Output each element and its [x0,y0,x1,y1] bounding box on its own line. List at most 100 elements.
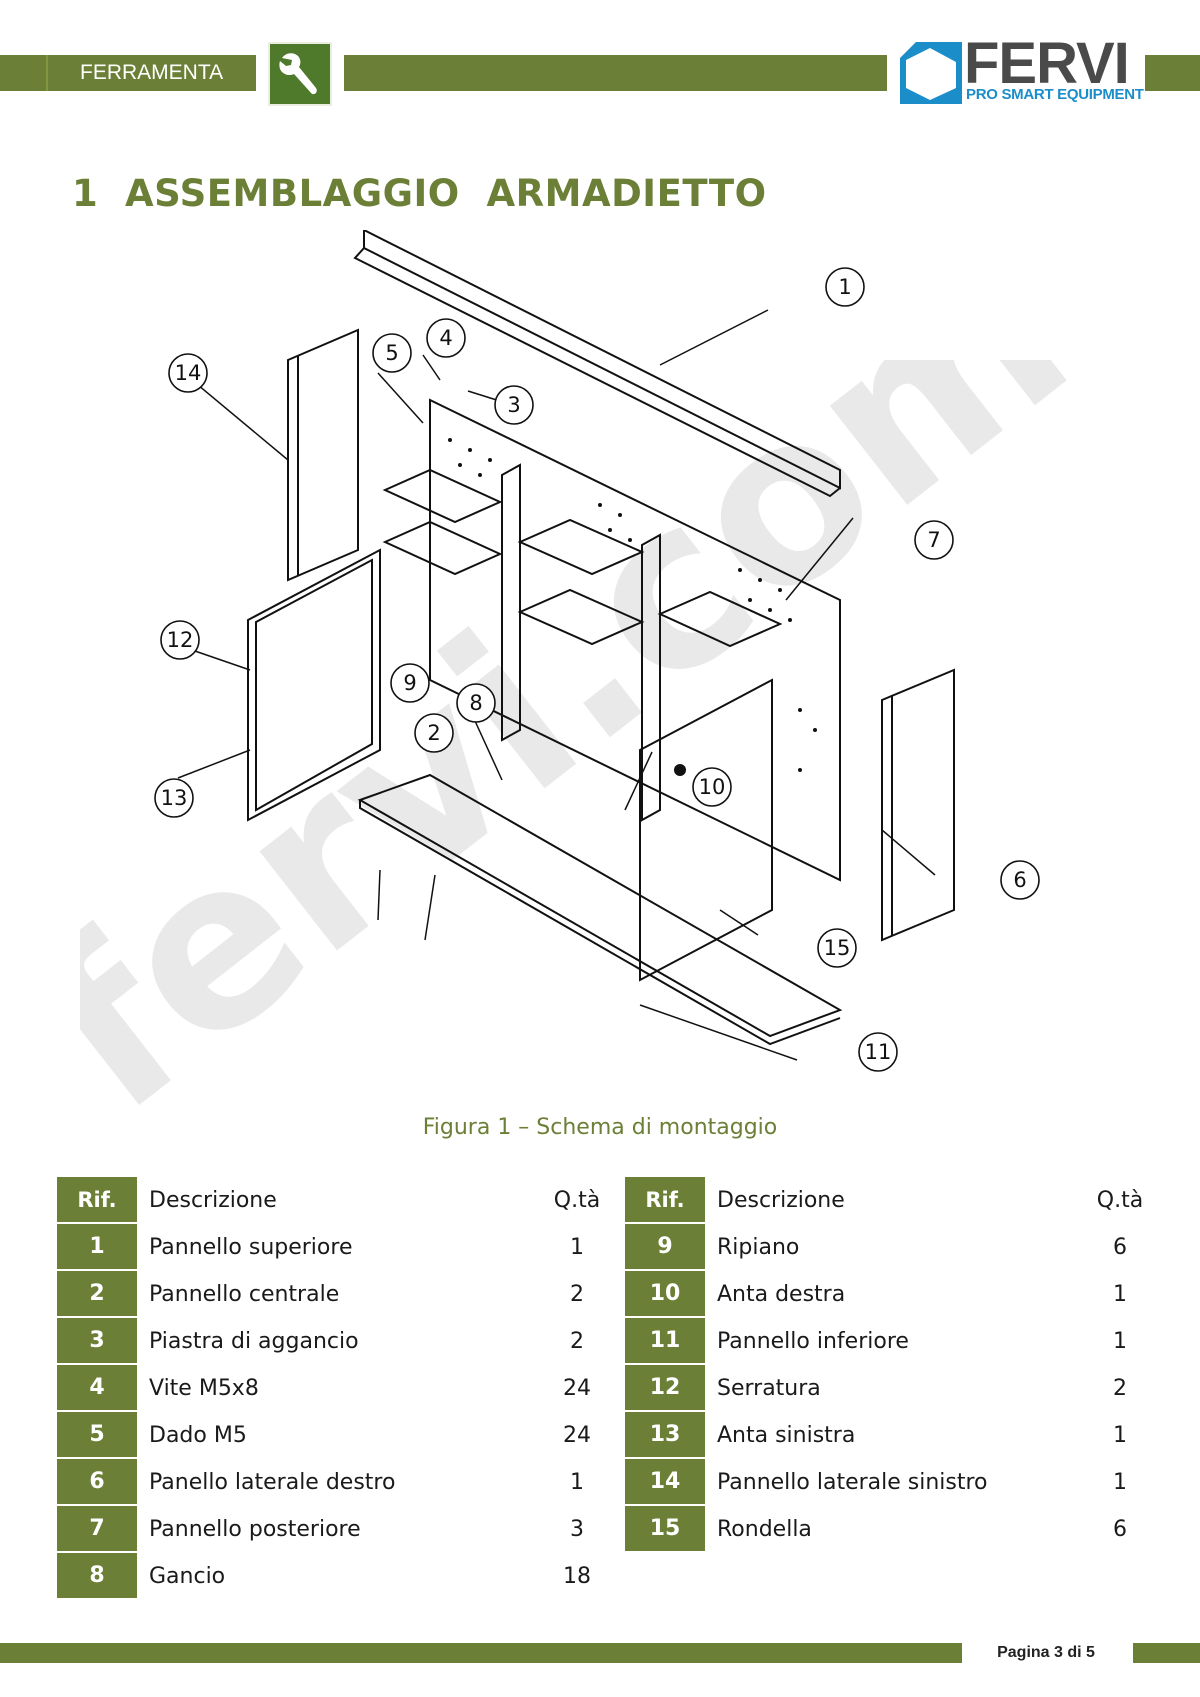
page-number: Pagina 3 di 5 [997,1644,1095,1661]
row-qta: 2 [1113,1376,1127,1401]
callout-4: 4 [439,326,452,350]
part-bottom-panel [357,773,843,1038]
table-row: 11 Pannello inferiore 1 [625,1318,1150,1365]
table-row: 14 Pannello laterale sinistro 1 [625,1459,1150,1506]
table-row: 13 Anta sinistra 1 [625,1412,1150,1459]
row-rif: 14 [625,1459,705,1506]
row-descrizione: Panello laterale destro [149,1470,396,1495]
part-left-side-panel [287,328,359,582]
row-rif: 9 [625,1224,705,1271]
row-rif: 2 [57,1271,137,1318]
assembly-diagram: 1 14 5 4 3 7 8 2 9 12 13 10 6 15 11 [154,230,1040,1072]
row-rif: 11 [625,1318,705,1365]
wrench-icon [268,42,332,106]
row-rif: 7 [57,1506,137,1553]
table-row: 6 Panello laterale destro 1 [57,1459,607,1506]
section-label: FERRAMENTA [0,55,256,91]
row-rif: 13 [625,1412,705,1459]
callout-5: 5 [385,341,398,365]
row-qta: 2 [570,1329,584,1354]
part-top-panel [363,230,841,490]
header-descrizione: Descrizione [717,1188,845,1213]
table-row: 9 Ripiano 6 [625,1224,1150,1271]
row-rif: 4 [57,1365,137,1412]
callout-15: 15 [824,936,851,960]
callout-1: 1 [838,275,851,299]
row-qta: 1 [1113,1470,1127,1495]
row-qta: 24 [563,1376,591,1401]
part-shelf [382,468,503,524]
brand-name: FERVI [964,31,1130,96]
row-qta: 2 [570,1282,584,1307]
row-descrizione: Dado M5 [149,1423,247,1448]
callout-3: 3 [507,393,520,417]
header-band-right [1145,55,1200,91]
row-descrizione: Pannello laterale sinistro [717,1470,988,1495]
row-descrizione: Pannello posteriore [149,1517,361,1542]
table-row: 1 Pannello superiore 1 [57,1224,607,1271]
row-rif: 5 [57,1412,137,1459]
table-header-row: Rif. Descrizione Q.tà [57,1177,607,1224]
row-rif: 10 [625,1271,705,1318]
figure-caption: Figura 1 – Schema di montaggio [422,1115,778,1140]
callout-6: 6 [1013,868,1026,892]
part-back-panel [429,398,841,882]
row-qta: 1 [1113,1423,1127,1448]
header-descrizione: Descrizione [149,1188,277,1213]
row-descrizione: Vite M5x8 [149,1376,259,1401]
part-right-door [639,678,773,982]
row-rif: 6 [57,1459,137,1506]
row-rif: 12 [625,1365,705,1412]
header-rif: Rif. [625,1177,705,1224]
row-descrizione: Serratura [717,1376,821,1401]
row-descrizione: Pannello superiore [149,1235,353,1260]
callout-12: 12 [167,628,194,652]
parts-table-left: Rif. Descrizione Q.tà 1 Pannello superior… [57,1177,607,1600]
table-row: 5 Dado M5 24 [57,1412,607,1459]
row-descrizione: Anta destra [717,1282,846,1307]
table-row: 3 Piastra di aggancio 2 [57,1318,607,1365]
row-descrizione: Ripiano [717,1235,800,1260]
row-qta: 18 [563,1564,591,1589]
callout-14: 14 [175,361,202,385]
footer-band-right [1133,1643,1200,1663]
row-qta: 24 [563,1423,591,1448]
row-descrizione: Pannello inferiore [717,1329,909,1354]
table-header-row: Rif. Descrizione Q.tà [625,1177,1150,1224]
callout-9: 9 [403,671,416,695]
row-qta: 6 [1113,1235,1127,1260]
row-descrizione: Piastra di aggancio [149,1329,359,1354]
row-qta: 1 [570,1235,584,1260]
header-rif: Rif. [57,1177,137,1224]
callout-13: 13 [161,786,188,810]
parts-table-right: Rif. Descrizione Q.tà 9 Ripiano 6 10 Anta d… [625,1177,1150,1553]
footer-band-left [0,1643,962,1663]
part-central-panel [501,463,521,742]
page-title: 1 ASSEMBLAGGIO ARMADIETTO [72,172,767,215]
row-qta: 3 [570,1517,584,1542]
row-qta: 1 [570,1470,584,1495]
table-row: 7 Pannello posteriore 3 [57,1506,607,1553]
row-descrizione: Pannello centrale [149,1282,340,1307]
row-rif: 8 [57,1553,137,1600]
row-descrizione: Anta sinistra [717,1423,856,1448]
callout-11: 11 [865,1040,892,1064]
header-qta: Q.tà [553,1188,601,1213]
row-rif: 15 [625,1506,705,1553]
row-qta: 1 [1113,1329,1127,1354]
row-rif: 1 [57,1224,137,1271]
fervi-logo: FERVI PRO SMART EQUIPMENT [898,32,1144,108]
header-band-middle [344,55,887,91]
callout-7: 7 [927,528,940,552]
part-left-door [247,548,381,822]
table-row: 4 Vite M5x8 24 [57,1365,607,1412]
table-row: 12 Serratura 2 [625,1365,1150,1412]
row-rif: 3 [57,1318,137,1365]
callout-8: 8 [469,691,482,715]
header-qta: Q.tà [1096,1188,1144,1213]
row-qta: 6 [1113,1517,1127,1542]
callout-2: 2 [427,721,440,745]
row-descrizione: Gancio [149,1564,226,1589]
